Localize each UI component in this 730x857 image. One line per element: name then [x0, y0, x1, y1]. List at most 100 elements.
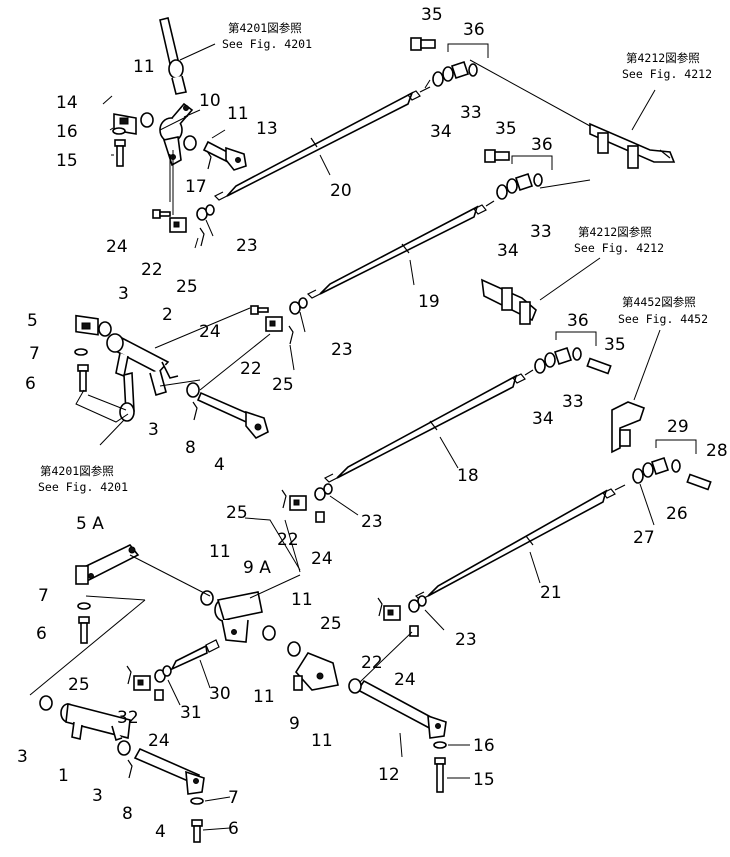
- label-17: 17: [185, 177, 207, 197]
- label-11: 11: [253, 687, 275, 707]
- label-25: 25: [226, 503, 248, 523]
- ref-4201a-en: See Fig. 4201: [222, 37, 312, 51]
- label-33: 33: [562, 392, 584, 412]
- label-24: 24: [106, 237, 128, 257]
- block-22-c: [289, 495, 307, 511]
- nuts: [154, 204, 427, 683]
- ref-4452-jp: 第4452図参照: [622, 295, 696, 309]
- label-11: 11: [133, 57, 155, 77]
- label-10: 10: [199, 91, 221, 111]
- label-22: 22: [240, 359, 262, 379]
- label-6: 6: [25, 374, 36, 394]
- washers: [74, 127, 447, 805]
- label-22: 22: [141, 260, 163, 280]
- label-15: 15: [473, 770, 495, 790]
- label-36: 36: [567, 311, 589, 331]
- label-23: 23: [236, 236, 258, 256]
- label-23: 23: [361, 512, 383, 532]
- lever-10: [159, 102, 194, 167]
- label-8: 8: [122, 804, 133, 824]
- rod-18: [323, 369, 534, 483]
- label-6: 6: [228, 819, 239, 839]
- label-33: 33: [530, 222, 552, 242]
- shaft-13: [202, 140, 247, 171]
- bracket-fig4452: [611, 401, 646, 454]
- part-labels: 35 36 11 14 10 11 13 16 15 17 20 33 34 3…: [17, 5, 728, 842]
- bushings: [39, 112, 362, 756]
- label-18: 18: [457, 466, 479, 486]
- label-35: 35: [495, 119, 517, 139]
- label-3: 3: [17, 747, 28, 767]
- label-23: 23: [331, 340, 353, 360]
- label-3: 3: [148, 420, 159, 440]
- ref-4452-en: See Fig. 4452: [618, 312, 708, 326]
- label-15: 15: [56, 151, 78, 171]
- label-9: 9: [289, 714, 300, 734]
- group-brackets: [447, 43, 697, 454]
- label-11: 11: [209, 542, 231, 562]
- label-4: 4: [155, 822, 166, 842]
- ref-4201b-en: See Fig. 4201: [38, 480, 128, 494]
- label-11: 11: [227, 104, 249, 124]
- label-1: 1: [58, 766, 69, 786]
- ref-4212a-en: See Fig. 4212: [622, 67, 712, 81]
- label-16: 16: [473, 736, 495, 756]
- label-31: 31: [180, 703, 202, 723]
- block-22-d: [383, 605, 401, 621]
- block-32: [133, 675, 151, 691]
- lever-9: [293, 652, 339, 691]
- label-5: 5: [27, 311, 38, 331]
- label-35: 35: [421, 5, 443, 25]
- rod-20: [213, 86, 431, 201]
- label-34: 34: [497, 241, 519, 261]
- label-25: 25: [320, 614, 342, 634]
- label-9A: 9 A: [243, 558, 271, 578]
- label-3: 3: [92, 786, 103, 806]
- block-22-a: [169, 217, 187, 233]
- label-22: 22: [277, 530, 299, 550]
- label-25: 25: [176, 277, 198, 297]
- bracket-fig4212-a: [589, 122, 676, 169]
- shaft-4-lower: [133, 747, 205, 795]
- label-24: 24: [394, 670, 416, 690]
- ref-4212b-en: See Fig. 4212: [574, 241, 664, 255]
- label-13: 13: [256, 119, 278, 139]
- label-30: 30: [209, 684, 231, 704]
- label-21: 21: [540, 583, 562, 603]
- label-7: 7: [38, 586, 49, 606]
- upper-lever-fig4201: [159, 17, 187, 95]
- ref-4212a-jp: 第4212図参照: [626, 51, 700, 65]
- label-24: 24: [311, 549, 333, 569]
- label-35: 35: [604, 335, 626, 355]
- shaft-12: [356, 679, 447, 739]
- bracket-fig4212-b: [481, 278, 537, 325]
- label-16: 16: [56, 122, 78, 142]
- label-34: 34: [532, 409, 554, 429]
- label-20: 20: [330, 181, 352, 201]
- label-24: 24: [148, 731, 170, 751]
- lever-9A: [214, 591, 263, 643]
- label-6: 6: [36, 624, 47, 644]
- block-22-b: [265, 316, 283, 332]
- label-2: 2: [162, 305, 173, 325]
- label-34: 34: [430, 122, 452, 142]
- label-11: 11: [291, 590, 313, 610]
- label-23: 23: [455, 630, 477, 650]
- lower-lever-fig4201: [119, 371, 135, 422]
- label-25: 25: [272, 375, 294, 395]
- reference-notes: 第4201図参照 See Fig. 4201 第4212図参照 See Fig.…: [38, 21, 712, 494]
- shaft-4-upper: [196, 391, 269, 439]
- leader-lines: [29, 43, 661, 831]
- label-33: 33: [460, 103, 482, 123]
- ref-4201b-jp: 第4201図参照: [40, 464, 114, 478]
- bolts-24: [152, 209, 419, 701]
- label-19: 19: [418, 292, 440, 312]
- label-11: 11: [311, 731, 333, 751]
- label-22: 22: [361, 653, 383, 673]
- label-26: 26: [666, 504, 688, 524]
- ref-4212b-jp: 第4212図参照: [578, 225, 652, 239]
- label-5A: 5 A: [76, 514, 104, 534]
- rod-21: [414, 484, 626, 601]
- label-24: 24: [199, 322, 221, 342]
- assembly-lines: [75, 115, 301, 571]
